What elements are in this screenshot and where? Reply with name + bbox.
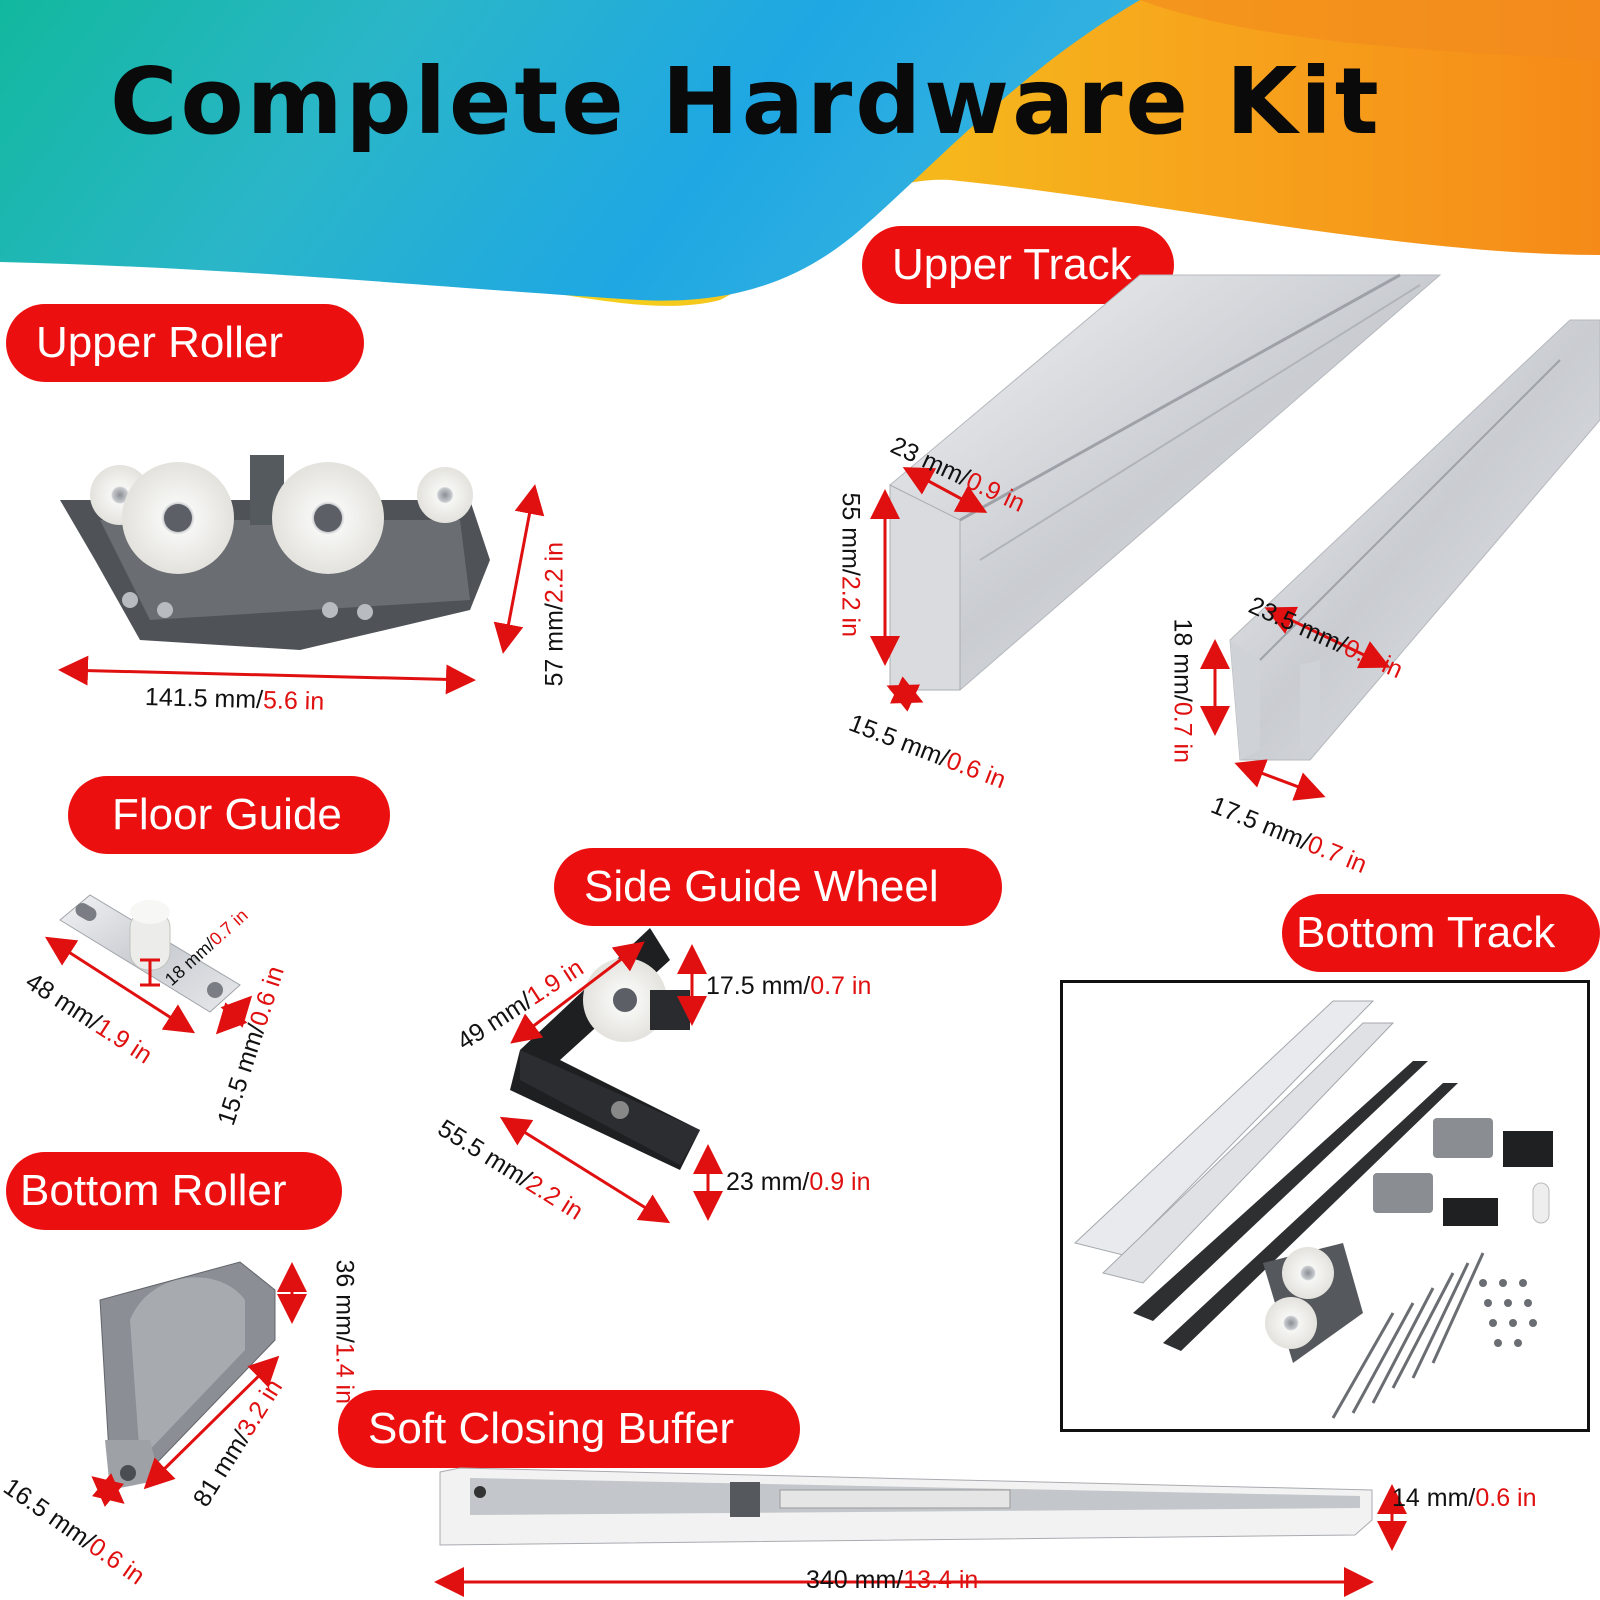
label-upper-roller: Upper Roller bbox=[6, 304, 364, 382]
side-guide-wheel-image bbox=[510, 928, 700, 1170]
label-bottom-track: Bottom Track bbox=[1282, 894, 1600, 972]
page-title: Complete Hardware Kit bbox=[110, 48, 1382, 155]
dim-upper-roller-width: 141.5 mm/5.6 in bbox=[144, 683, 325, 716]
kit-contents-drawing bbox=[1073, 1000, 1553, 1419]
dim-buffer-height: 14 mm/0.6 in bbox=[1392, 1484, 1537, 1512]
upper-roller-image bbox=[60, 455, 490, 650]
label-side-guide-wheel: Side Guide Wheel bbox=[554, 848, 1002, 926]
label-floor-guide: Floor Guide bbox=[68, 776, 390, 854]
kit-contents-photo bbox=[1060, 980, 1590, 1432]
dim-upper-roller-height: 57 mm/2.2 in bbox=[540, 541, 569, 687]
dim-upper-track-b-height: 18 mm/0.7 in bbox=[1168, 618, 1197, 764]
label-bottom-roller: Bottom Roller bbox=[6, 1152, 342, 1230]
label-soft-closing-buffer: Soft Closing Buffer bbox=[338, 1390, 800, 1468]
upper-track-image bbox=[889, 273, 1442, 691]
dim-upper-track-a-height: 55 mm/2.2 in bbox=[836, 492, 865, 638]
soft-closing-buffer-image bbox=[439, 1467, 1373, 1546]
bottom-roller-image bbox=[99, 1261, 276, 1490]
dim-buffer-length: 340 mm/13.4 in bbox=[806, 1566, 979, 1594]
dim-bottom-roller-height: 36 mm/1.4 in bbox=[330, 1259, 359, 1405]
dim-side-wheel-plate: 23 mm/0.9 in bbox=[726, 1168, 871, 1196]
dim-side-wheel-height: 17.5 mm/0.7 in bbox=[706, 972, 872, 1000]
